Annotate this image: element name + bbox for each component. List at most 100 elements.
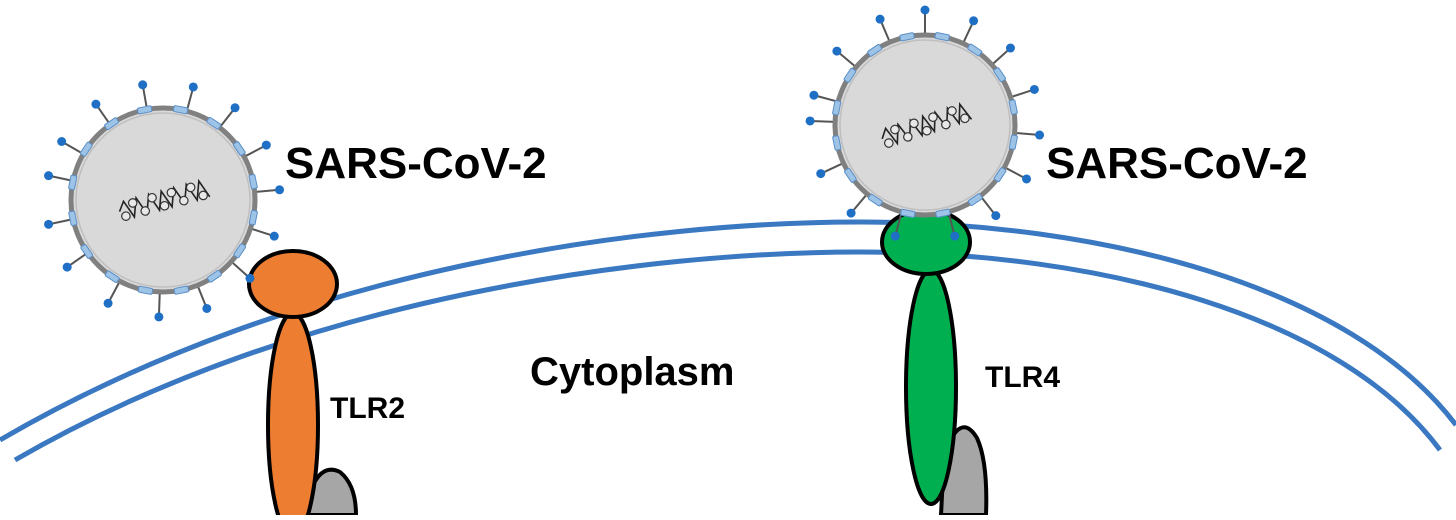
envelope-protein xyxy=(900,208,916,218)
sars-cov-2-virion-right xyxy=(805,5,1045,241)
virus-label-right: SARS-CoV-2 xyxy=(1046,139,1308,188)
tlr2-transmembrane-domain xyxy=(266,311,320,520)
envelope-protein xyxy=(248,173,258,190)
nucleocapsid-protein xyxy=(909,118,919,129)
spike-protein-tip xyxy=(846,208,856,218)
tlr4-transmembrane-domain xyxy=(904,268,958,506)
tlr4-label: TLR4 xyxy=(985,361,1060,394)
rna-strand xyxy=(881,101,973,146)
spike-protein-tip xyxy=(138,80,148,90)
envelope-protein xyxy=(843,67,857,83)
envelope-protein xyxy=(832,135,842,151)
envelope-protein xyxy=(248,209,258,226)
envelope-protein xyxy=(136,105,153,115)
spike-stalk xyxy=(158,291,161,313)
spike-protein-tip xyxy=(230,103,240,113)
envelope-protein xyxy=(172,105,189,115)
envelope-protein xyxy=(80,244,94,259)
spike-stalk xyxy=(839,52,857,68)
envelope-protein xyxy=(207,269,222,283)
nucleocapsid-protein xyxy=(159,200,170,211)
virion-inner-membrane xyxy=(839,39,1011,211)
spike-stalk xyxy=(962,23,973,44)
nucleocapsid-protein xyxy=(121,211,131,221)
spike-protein-tip xyxy=(890,231,900,241)
spike-protein-tip xyxy=(269,231,279,241)
spike-stalk xyxy=(991,49,1009,66)
envelope-protein xyxy=(832,100,842,116)
envelope-protein xyxy=(934,32,950,42)
envelope-protein xyxy=(899,32,915,42)
envelope-protein xyxy=(1008,99,1018,115)
spike-protein-tip xyxy=(44,171,54,181)
envelope-protein xyxy=(232,141,246,156)
tlr2-ectodomain xyxy=(247,249,339,319)
envelope-protein xyxy=(79,141,93,157)
membrane-outer-line xyxy=(0,219,1456,443)
cytoplasm-label: Cytoplasm xyxy=(530,350,735,394)
virion-inner-membrane xyxy=(75,112,251,288)
nucleocapsid-protein xyxy=(922,125,932,136)
spike-protein-tip xyxy=(103,298,113,308)
nucleocapsid-protein xyxy=(198,190,208,201)
envelope-protein xyxy=(206,116,222,130)
nucleocapsid-protein xyxy=(185,182,196,193)
envelope-protein xyxy=(967,43,983,57)
envelope-protein xyxy=(993,167,1007,183)
spike-stalk xyxy=(218,110,234,129)
spike-protein-tip xyxy=(261,140,271,150)
rna-genome xyxy=(881,101,973,148)
envelope-protein xyxy=(68,210,78,227)
spike-stalk xyxy=(852,193,868,211)
spike-protein-tip xyxy=(950,231,960,241)
spike-protein-tip xyxy=(969,16,979,26)
nucleocapsid-protein xyxy=(140,206,151,216)
spike-protein-tip xyxy=(832,46,842,56)
envelope-protein xyxy=(173,285,190,295)
spike-protein-tip xyxy=(805,116,815,126)
virion-envelope xyxy=(832,32,1018,218)
envelope-protein xyxy=(137,285,154,295)
envelope-protein xyxy=(967,193,983,206)
spike-protein-tip xyxy=(920,5,930,15)
spike-protein-tip xyxy=(991,211,1001,221)
spike-stalk xyxy=(1003,166,1024,178)
sars-cov-2-virion-left xyxy=(44,80,285,322)
spike-stalk xyxy=(185,90,194,112)
rna-genome xyxy=(118,178,211,221)
envelope-protein xyxy=(233,243,247,259)
nucleocapsid-protein xyxy=(941,119,951,130)
spike-stalk xyxy=(880,22,891,43)
spike-protein-tip xyxy=(62,262,72,272)
nucleocapsid-protein xyxy=(179,195,189,206)
spike-protein-tip xyxy=(188,82,198,92)
spike-protein-tip xyxy=(57,137,67,146)
spike-protein-tip xyxy=(154,312,164,322)
spike-protein-tip xyxy=(245,273,255,283)
virion-envelope xyxy=(68,105,258,295)
spike-protein-tip xyxy=(44,219,54,229)
envelope-protein xyxy=(104,270,120,284)
envelope-protein xyxy=(935,208,951,218)
spike-protein-tip xyxy=(202,303,212,313)
spike-protein-tip xyxy=(1005,43,1015,53)
tlr4-receptor xyxy=(880,208,989,517)
spike-stalk xyxy=(1010,89,1031,99)
nucleocapsid-protein xyxy=(147,192,157,203)
tlr2-label: TLR2 xyxy=(330,392,405,425)
envelope-protein xyxy=(1008,134,1018,150)
spike-stalk xyxy=(823,162,844,173)
spike-stalk xyxy=(196,284,207,306)
spike-stalk xyxy=(814,120,836,123)
spike-protein-tip xyxy=(875,14,885,24)
envelope-protein xyxy=(867,193,883,207)
spike-protein-tip xyxy=(809,90,819,100)
envelope-protein xyxy=(867,44,883,57)
spike-protein-tip xyxy=(1035,130,1045,140)
nucleocapsid-protein xyxy=(928,112,938,122)
spike-stalk xyxy=(243,146,264,158)
spike-protein-tip xyxy=(816,169,826,179)
envelope-protein xyxy=(844,167,857,183)
